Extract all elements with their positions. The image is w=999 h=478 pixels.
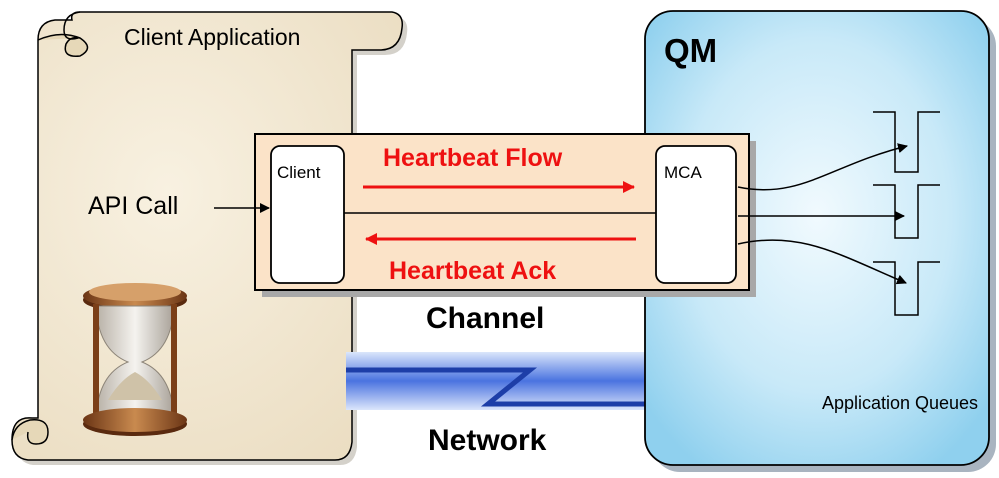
queue-3	[873, 261, 940, 316]
heartbeat-flow-label: Heartbeat Flow	[383, 144, 563, 172]
heartbeat-ack-label: Heartbeat Ack	[389, 257, 557, 285]
mca-queue-arrow-1	[737, 143, 908, 191]
queue-1	[873, 111, 940, 173]
mca-label: MCA	[664, 163, 702, 182]
queue-manager-box	[644, 10, 996, 472]
channel-label: Channel	[426, 302, 545, 335]
hourglass-icon	[83, 283, 187, 436]
client-application-title: Client Application	[124, 24, 301, 50]
network-label: Network	[428, 424, 547, 457]
mca-box	[655, 145, 737, 284]
api-call-label: API Call	[88, 192, 179, 220]
client-label: Client	[277, 163, 321, 182]
queue-2	[873, 184, 940, 239]
mca-queue-arrow-3	[737, 239, 907, 285]
network-link	[346, 352, 648, 410]
application-queues	[873, 111, 940, 316]
queue-manager-title: QM	[664, 32, 718, 69]
application-queues-label: Application Queues	[821, 393, 979, 413]
client-box	[270, 145, 345, 284]
mca-to-queue-arrows	[737, 143, 908, 285]
